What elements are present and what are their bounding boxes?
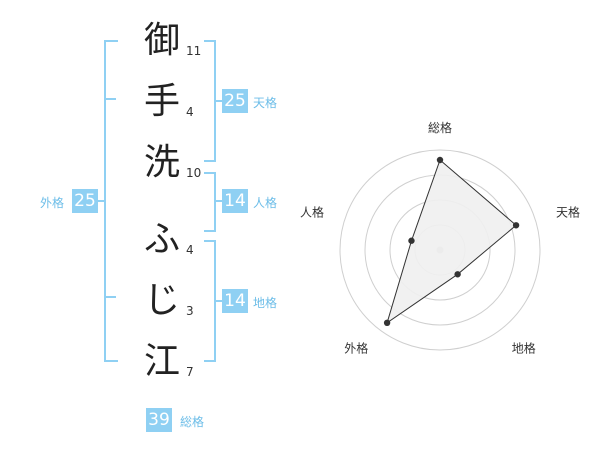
- stroke-count-4: 4: [186, 243, 194, 257]
- jinkaku-value: 14: [222, 189, 248, 213]
- radar-axis-label-2: 天格: [556, 204, 580, 219]
- tenkaku-value: 25: [222, 89, 248, 113]
- name-char-3: 洗: [143, 142, 180, 183]
- stroke-count-3: 10: [186, 166, 202, 180]
- stroke-count-2: 4: [186, 105, 194, 119]
- stroke-count-1: 11: [186, 44, 202, 58]
- radar-point-2: [512, 222, 520, 229]
- radar-axis-label-4: 外格: [344, 341, 368, 356]
- name-char-2: 手: [143, 81, 180, 122]
- tenkaku-label: 天格: [253, 96, 278, 110]
- radar-area: [386, 159, 517, 325]
- chikaku-value: 14: [222, 289, 248, 313]
- jinkaku-bracket: [204, 172, 216, 232]
- soukaku-label: 総格: [180, 415, 205, 429]
- radar-axis-label-5: 人格: [300, 204, 324, 219]
- gaikaku-value: 25: [72, 189, 98, 213]
- radar-axis-label-1: 総格: [428, 120, 452, 135]
- radar-axis-label-3: 地格: [512, 341, 536, 356]
- tenkaku-connector: [214, 100, 222, 102]
- gaikaku-label: 外格: [40, 196, 65, 210]
- chikaku-connector: [214, 300, 222, 302]
- bracket-tick: [104, 98, 116, 100]
- jinkaku-label: 人格: [253, 196, 278, 210]
- name-char-5: じ: [143, 280, 180, 321]
- stroke-count-6: 7: [186, 365, 194, 379]
- radar-ring: [339, 149, 541, 351]
- radar-point-4: [383, 319, 391, 327]
- gaikaku-connector: [96, 200, 106, 202]
- name-char-6: 江: [143, 341, 180, 382]
- radar-point-5: [408, 237, 415, 244]
- soukaku-value: 39: [146, 408, 172, 432]
- name-char-1: 御: [143, 20, 180, 61]
- name-char-4: ふ: [143, 219, 180, 260]
- stroke-count-5: 3: [186, 304, 194, 318]
- jinkaku-connector: [214, 200, 222, 202]
- radar-point-3: [454, 271, 461, 278]
- bracket-tick: [104, 296, 116, 298]
- chikaku-label: 地格: [253, 296, 278, 310]
- radar-point-1: [436, 156, 444, 164]
